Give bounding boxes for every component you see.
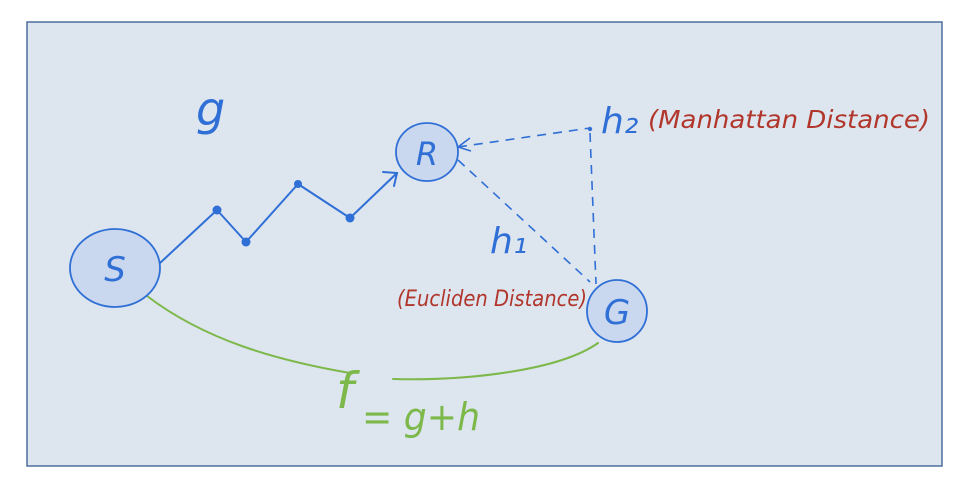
goal-node-label: G: [604, 293, 630, 333]
start-node-label: S: [104, 250, 126, 290]
h2-label: h₂: [601, 101, 638, 142]
g-path: [159, 172, 398, 264]
g-path-arrowhead: [382, 171, 399, 187]
g-path-waypoint: [294, 180, 302, 188]
f-curve: [392, 342, 599, 381]
g-path-waypoint: [212, 205, 222, 215]
f-curve: [146, 295, 351, 374]
h1-dashed-line: [457, 159, 591, 283]
current-node: [395, 122, 459, 182]
h1-label: h₁: [490, 221, 527, 262]
g-path-waypoint: [241, 237, 251, 247]
diagram-panel: [26, 21, 943, 467]
h2-dashed-to-corner: [457, 127, 591, 148]
start-node: [69, 228, 161, 308]
f-formula: = g+h: [362, 395, 480, 439]
g-path-waypoint: [345, 213, 355, 223]
corner-point: [587, 126, 593, 132]
g-label: g: [196, 82, 225, 136]
current-node-label: R: [416, 135, 438, 173]
euclidean-distance-label: (Eucliden Distance): [397, 287, 587, 312]
manhattan-distance-label: (Manhattan Distance): [648, 105, 930, 134]
goal-node: [586, 279, 648, 343]
